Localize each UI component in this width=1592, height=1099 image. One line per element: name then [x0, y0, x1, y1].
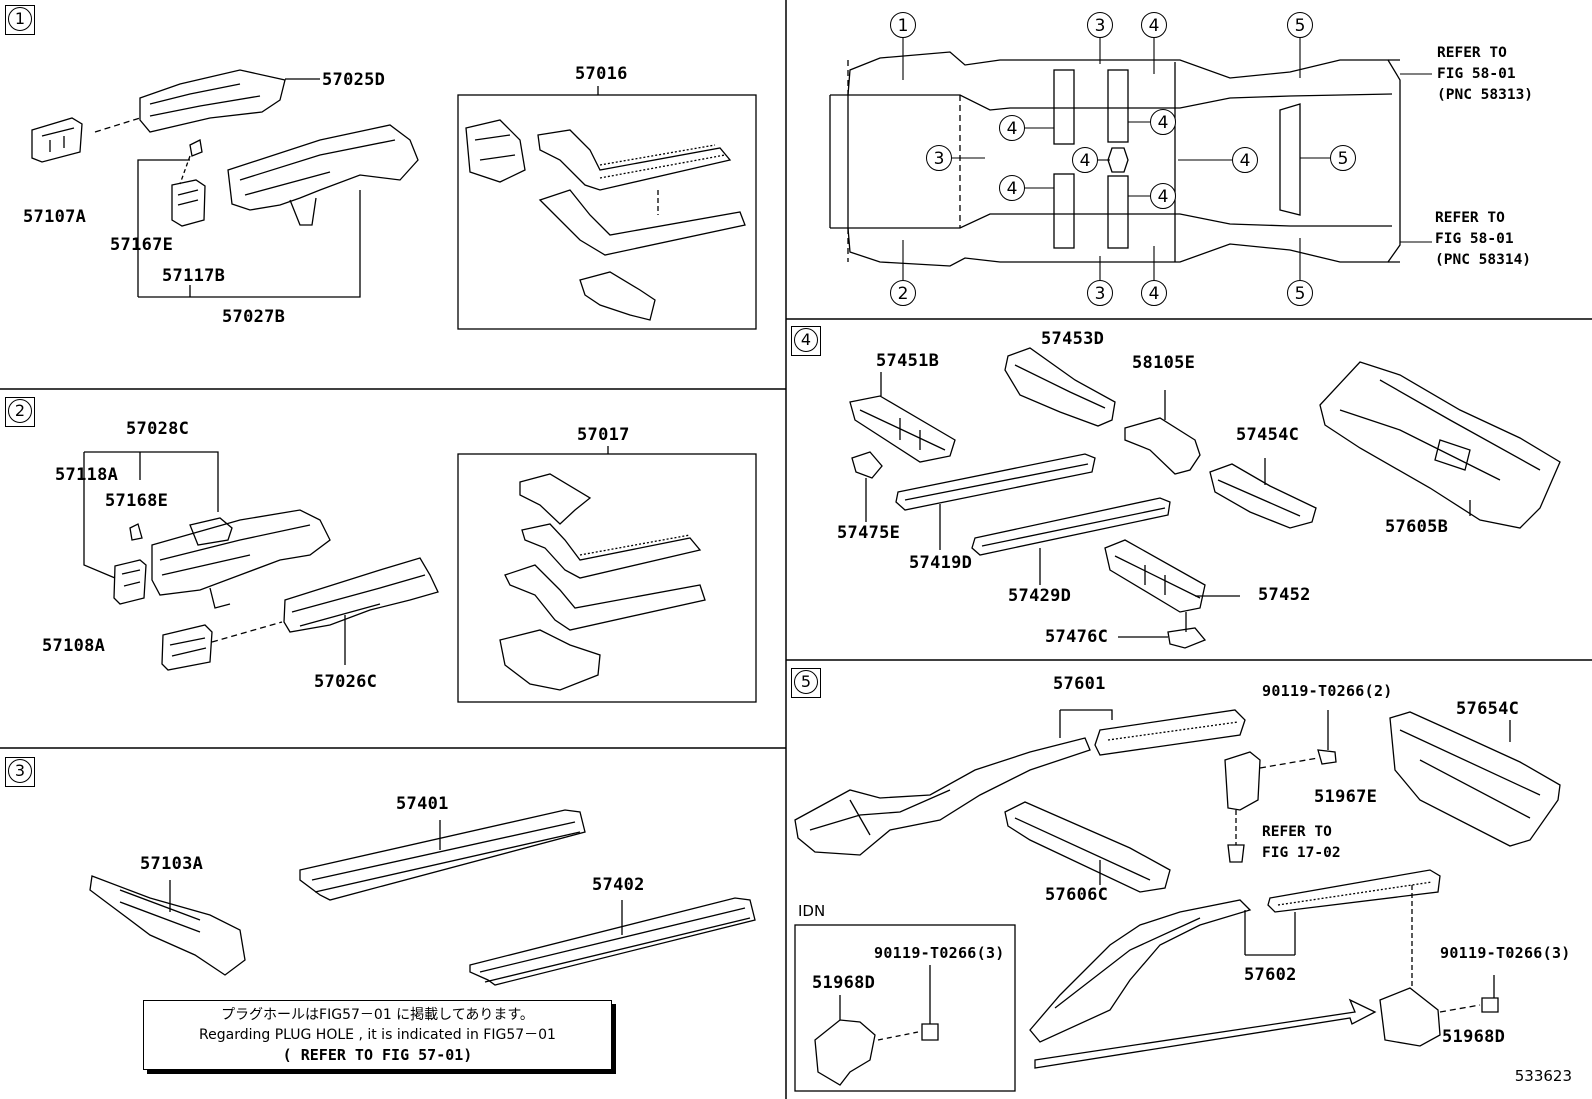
part-label: 57451B: [876, 351, 940, 371]
part-label: 57025D: [322, 70, 386, 90]
part-label: 57605B: [1385, 517, 1449, 537]
part-label: 57419D: [909, 553, 973, 573]
section-marker-1: 1: [5, 5, 35, 35]
overview-marker: 3: [1087, 12, 1113, 38]
part-label: 57452: [1258, 585, 1311, 605]
section-marker-5: 5: [791, 668, 821, 698]
part-label: 57654C: [1456, 699, 1520, 719]
part-label: 51968D: [812, 973, 876, 993]
overview-marker: 4: [999, 175, 1025, 201]
plug-hole-note: プラグホールはFIG57－01 に掲載してあります。 Regarding PLU…: [143, 1000, 612, 1070]
section-marker-3: 3: [5, 757, 35, 787]
part-label: 51967E: [1314, 787, 1378, 807]
part-label: 90119-T0266(3): [874, 944, 1005, 962]
part-label: 57108A: [42, 636, 106, 656]
part-label: 57016: [575, 64, 628, 84]
overview-marker: 4: [1141, 12, 1167, 38]
part-label: 57027B: [222, 307, 286, 327]
part-label: 57454C: [1236, 425, 1300, 445]
part-label: 57103A: [140, 854, 204, 874]
part-label: 90119-T0266(2): [1262, 682, 1393, 700]
part-label: 57602: [1244, 965, 1297, 985]
part-label: 57429D: [1008, 586, 1072, 606]
overview-marker: 4: [1232, 147, 1258, 173]
part-label: 57453D: [1041, 329, 1105, 349]
part-label: 90119-T0266(3): [1440, 944, 1571, 962]
overview-marker: 4: [1072, 147, 1098, 173]
part-label: 57476C: [1045, 627, 1109, 647]
overview-marker: 4: [1150, 183, 1176, 209]
idn-title: IDN: [798, 902, 826, 920]
part-label: 57475E: [837, 523, 901, 543]
overview-marker: 4: [999, 115, 1025, 141]
note-ref: ( REFER TO FIG 57-01): [282, 1046, 473, 1064]
overview-marker: 3: [1087, 280, 1113, 306]
overview-marker: 1: [890, 12, 916, 38]
overview-marker: 5: [1330, 145, 1356, 171]
overview-marker: 4: [1141, 280, 1167, 306]
part-label: 57168E: [105, 491, 169, 511]
section-marker-4: 4: [791, 326, 821, 356]
part-label: 57167E: [110, 235, 174, 255]
part-label: 51968D: [1442, 1027, 1506, 1047]
overview-ref-bottom: REFER TO FIG 58-01 (PNC 58314): [1435, 210, 1532, 268]
part-label: 57601: [1053, 674, 1106, 694]
section-marker-2: 2: [5, 397, 35, 427]
overview-ref-top: REFER TO FIG 58-01 (PNC 58313): [1437, 45, 1534, 103]
overview-marker: 5: [1287, 280, 1313, 306]
overview-marker: 3: [926, 145, 952, 171]
diagram-code: 533623: [1514, 1067, 1572, 1085]
part-label: 57107A: [23, 207, 87, 227]
note-jp: プラグホールはFIG57－01 に掲載してあります。: [221, 1007, 534, 1023]
part-label: 57017: [577, 425, 630, 445]
part-label: 57118A: [55, 465, 119, 485]
overview-marker: 4: [1150, 109, 1176, 135]
part-label: 57402: [592, 875, 645, 895]
part-label: 57401: [396, 794, 449, 814]
part-label: 57026C: [314, 672, 378, 692]
overview-marker: 2: [890, 280, 916, 306]
note-en: Regarding PLUG HOLE , it is indicated in…: [199, 1027, 556, 1043]
section5-ref: REFER TO FIG 17-02: [1262, 824, 1341, 861]
overview-marker: 5: [1287, 12, 1313, 38]
part-label: 57028C: [126, 419, 190, 439]
part-label: 58105E: [1132, 353, 1196, 373]
part-label: 57606C: [1045, 885, 1109, 905]
part-label: 57117B: [162, 266, 226, 286]
